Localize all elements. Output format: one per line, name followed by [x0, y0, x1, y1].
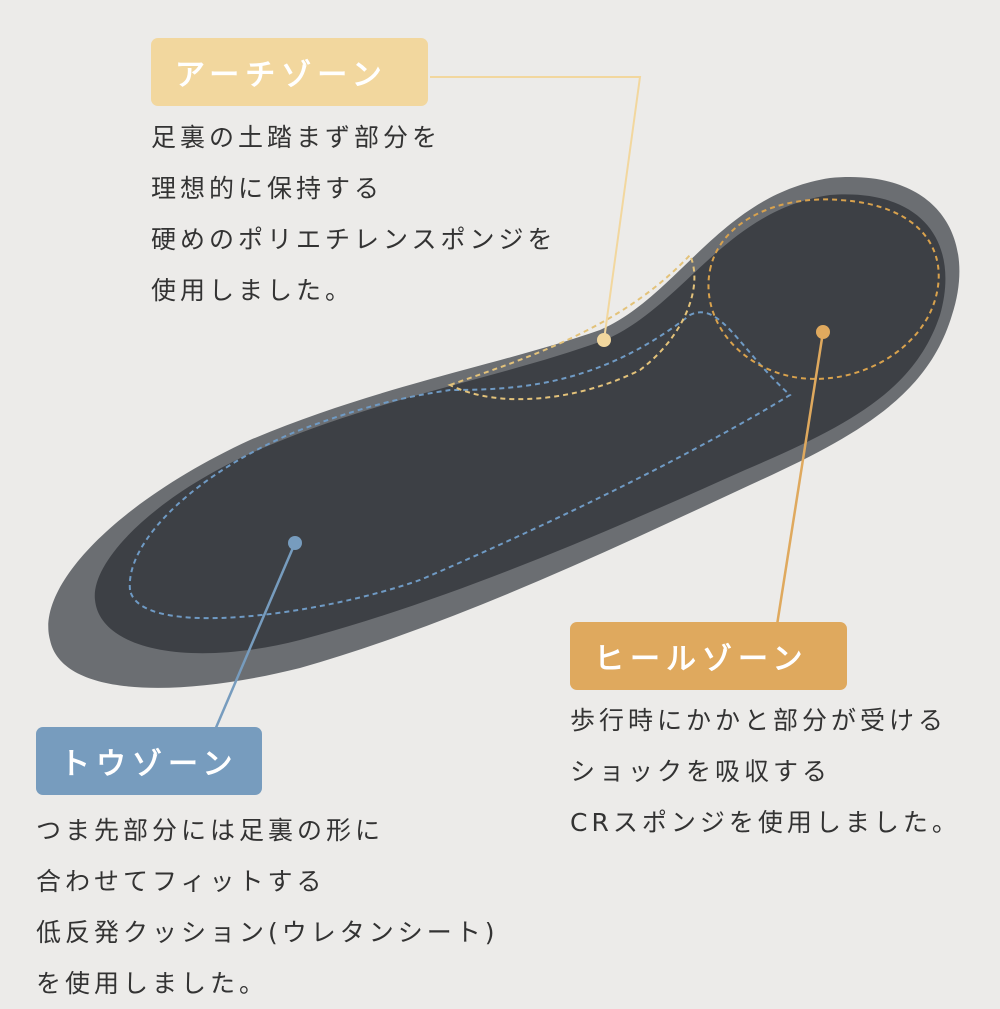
arch-zone-stitch	[447, 253, 696, 401]
insole-top	[94, 194, 946, 654]
arch-point-dot	[597, 333, 611, 347]
desc-line: 硬めのポリエチレンスポンジを	[151, 225, 557, 254]
toe-zone-label: トウゾーン	[36, 727, 262, 795]
heel-leader-line	[775, 331, 825, 626]
heel-zone-stitch	[707, 198, 940, 380]
arch-zone-label: アーチゾーン	[151, 38, 428, 106]
heel-zone-label: ヒールゾーン	[570, 622, 847, 690]
desc-line: ショックを吸収する	[570, 757, 832, 786]
arch-leader-line	[430, 76, 642, 341]
toe-zone-stitch	[128, 311, 792, 620]
desc-line: 低反発クッション(ウレタンシート)	[36, 918, 499, 947]
desc-line: 足裏の土踏まず部分を	[151, 123, 442, 152]
desc-line: つま先部分には足裏の形に	[36, 816, 385, 845]
heel-zone-description: 歩行時にかかと部分が受ける ショックを吸収する CRスポンジを使用しました。	[570, 695, 961, 848]
desc-line: を使用しました。	[36, 969, 269, 998]
desc-line: CRスポンジを使用しました。	[570, 808, 961, 837]
toe-point-dot	[288, 536, 302, 550]
toe-zone-description: つま先部分には足裏の形に 合わせてフィットする 低反発クッション(ウレタンシート…	[36, 805, 499, 1009]
arch-zone-description: 足裏の土踏まず部分を 理想的に保持する 硬めのポリエチレンスポンジを 使用しまし…	[151, 112, 557, 316]
desc-line: 使用しました。	[151, 276, 355, 305]
desc-line: 歩行時にかかと部分が受ける	[570, 706, 948, 735]
heel-point-dot	[816, 325, 830, 339]
desc-line: 理想的に保持する	[151, 174, 384, 203]
desc-line: 合わせてフィットする	[36, 867, 326, 896]
toe-leader-line	[213, 542, 297, 731]
